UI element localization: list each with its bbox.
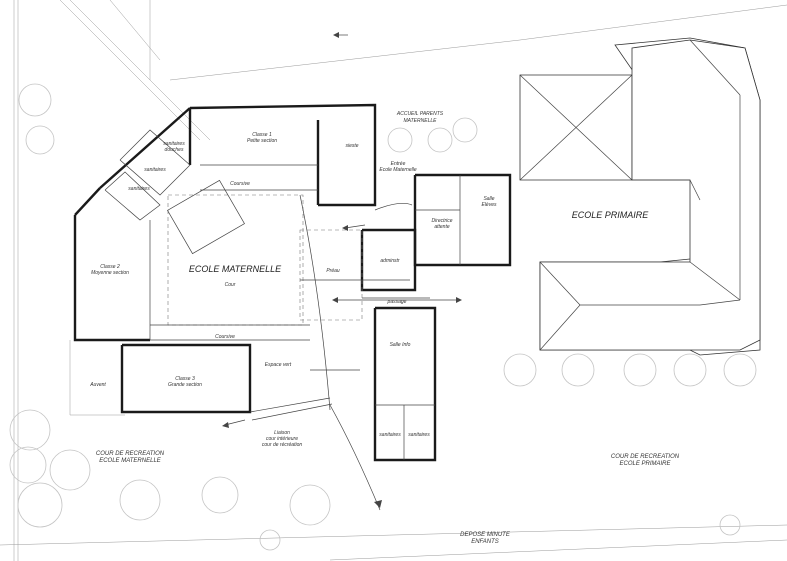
label-classe2: Classe 2: [100, 264, 120, 270]
label-liaison-2: cour intérieure: [266, 436, 298, 442]
label-auvent: Auvent: [89, 382, 106, 388]
label-coursive-top: Coursive: [230, 181, 250, 187]
label-preau: Préau: [326, 268, 340, 274]
label-ecole-maternelle: ECOLE MATERNELLE: [189, 264, 282, 274]
label-espace-vert: Espace vert: [265, 362, 292, 368]
label-ecole-primaire: ECOLE PRIMAIRE: [572, 210, 650, 220]
label-salle-eleves-2: Elèves: [481, 202, 497, 208]
label-entree-2: Ecole Maternelle: [379, 167, 416, 173]
label-accueil-1: ACCUEIL PARENTS: [396, 111, 444, 117]
label-classe3-sub: Grande section: [168, 382, 202, 388]
label-entree-1: Entrée: [391, 161, 406, 167]
label-sanitaires-douches-1: sanitaires: [163, 141, 185, 147]
label-sanitaires-upper: sanitaires: [144, 167, 166, 173]
label-depose-1: DEPOSE MINUTE: [460, 532, 511, 538]
label-adminstr: adminstr: [380, 258, 400, 264]
label-sanitaires-lower: sanitaires: [128, 186, 150, 192]
flow-arrows: [222, 32, 462, 508]
label-liaison-1: Liaison: [274, 430, 290, 436]
label-depose-2: ENFANTS: [471, 539, 499, 545]
label-sanitaires-b1: sanitaires: [379, 432, 401, 438]
label-sieste: sieste: [345, 143, 358, 149]
label-accueil-2: MATERNELLE: [404, 118, 438, 124]
label-salle-eleves-1: Salle: [483, 196, 494, 202]
maternelle-walls: [73, 103, 512, 511]
label-cour-rec-prim-2: ECOLE PRIMAIRE: [619, 461, 671, 467]
ecole-primaire-building: [519, 37, 761, 356]
label-classe2-sub: Moyenne section: [91, 270, 129, 276]
label-cour-rec-mat-2: ECOLE MATERNELLE: [99, 458, 162, 464]
label-directrice-2: attente: [434, 224, 450, 230]
room-labels: ACCUEIL PARENTS MATERNELLE ECOLE MATERNE…: [89, 111, 680, 545]
label-sanitaires-b2: sanitaires: [408, 432, 430, 438]
label-cour-rec-mat-1: COUR DE RECREATION: [96, 451, 165, 457]
label-directrice-1: Directrice: [431, 218, 452, 224]
label-sanitaires-douches-2: douches: [165, 147, 184, 153]
trees: [9, 83, 757, 551]
label-salle-info: Salle Info: [390, 342, 411, 348]
label-classe1: Classe 1: [252, 132, 272, 138]
label-cour-rec-prim-1: COUR DE RECREATION: [611, 454, 680, 460]
label-coursive-bottom: Coursive: [215, 334, 235, 340]
label-passage: passage: [387, 299, 407, 305]
label-cour: Cour: [225, 282, 236, 288]
label-classe3: Classe 3: [175, 376, 195, 382]
label-liaison-3: cour de récréation: [262, 442, 303, 448]
label-classe1-sub: Petite section: [247, 138, 277, 144]
